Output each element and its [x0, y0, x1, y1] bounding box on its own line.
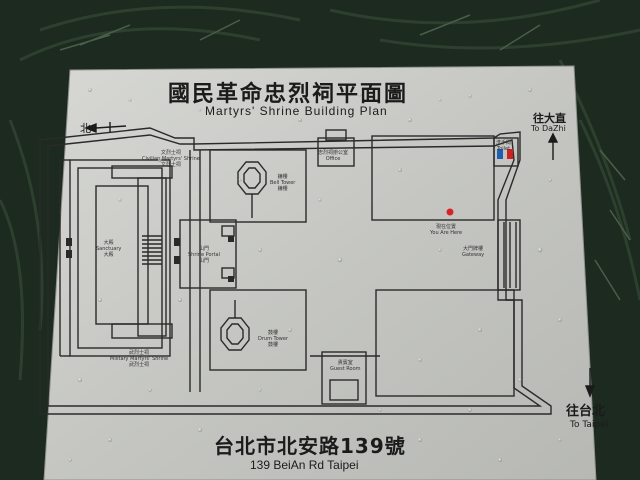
you-are-here-marker [446, 208, 454, 216]
to-dazhi-label-english: To DaZhi [531, 124, 566, 133]
toilet-icon [497, 149, 513, 159]
north-arrow-icon [84, 122, 127, 134]
plan-title-chinese: 國民革命忠烈祠平面圖 [168, 82, 409, 107]
to-taipei-label-chinese: 往台北 [566, 404, 606, 419]
north-label: 北 [80, 122, 91, 135]
palm-fronds [0, 0, 640, 381]
arrow-up-icon [547, 132, 559, 160]
label-shrine-portal: 山門 Shrine Portal 山門 [188, 246, 220, 264]
label-you-are-here: 現在位置 You Are Here [430, 224, 463, 236]
label-drum-tower: 鼓樓 Drum Tower 鼓樓 [258, 330, 289, 348]
address-english: 139 BeiAn Rd Taipei [250, 458, 359, 472]
label-sanctuary: 大殿 Sanctuary 大殿 [96, 240, 122, 258]
sign-plate [43, 65, 597, 480]
address-chinese: 台北市北安路139號 [214, 434, 406, 458]
plan-markers [66, 236, 234, 282]
label-civilian-shrine: 文烈士祠 Civilian Martyrs' Shrine 文烈士祠 [142, 150, 200, 168]
arrow-down-icon [584, 368, 596, 398]
label-gateway: 大門牌樓 Gateway [462, 246, 485, 258]
label-guest-room: 貴賓室 Guest Room [330, 360, 361, 372]
label-bell-tower: 鐘樓 Bell Tower 鐘樓 [270, 174, 296, 192]
label-toilet: 洗手間 Toilet [496, 140, 512, 152]
to-taipei-label-english: To Taipei [570, 420, 609, 430]
to-dazhi-label-chinese: 往大直 [533, 112, 566, 125]
plan-title-english: Martyrs' Shrine Building Plan [205, 104, 388, 118]
raindrops [68, 88, 562, 462]
label-office: 忠烈祠辦公室 Office [318, 150, 349, 162]
palm-highlights [59, 14, 631, 301]
label-military-shrine: 武烈士祠 Military Martyrs' Shrine 武烈士祠 [110, 350, 169, 368]
